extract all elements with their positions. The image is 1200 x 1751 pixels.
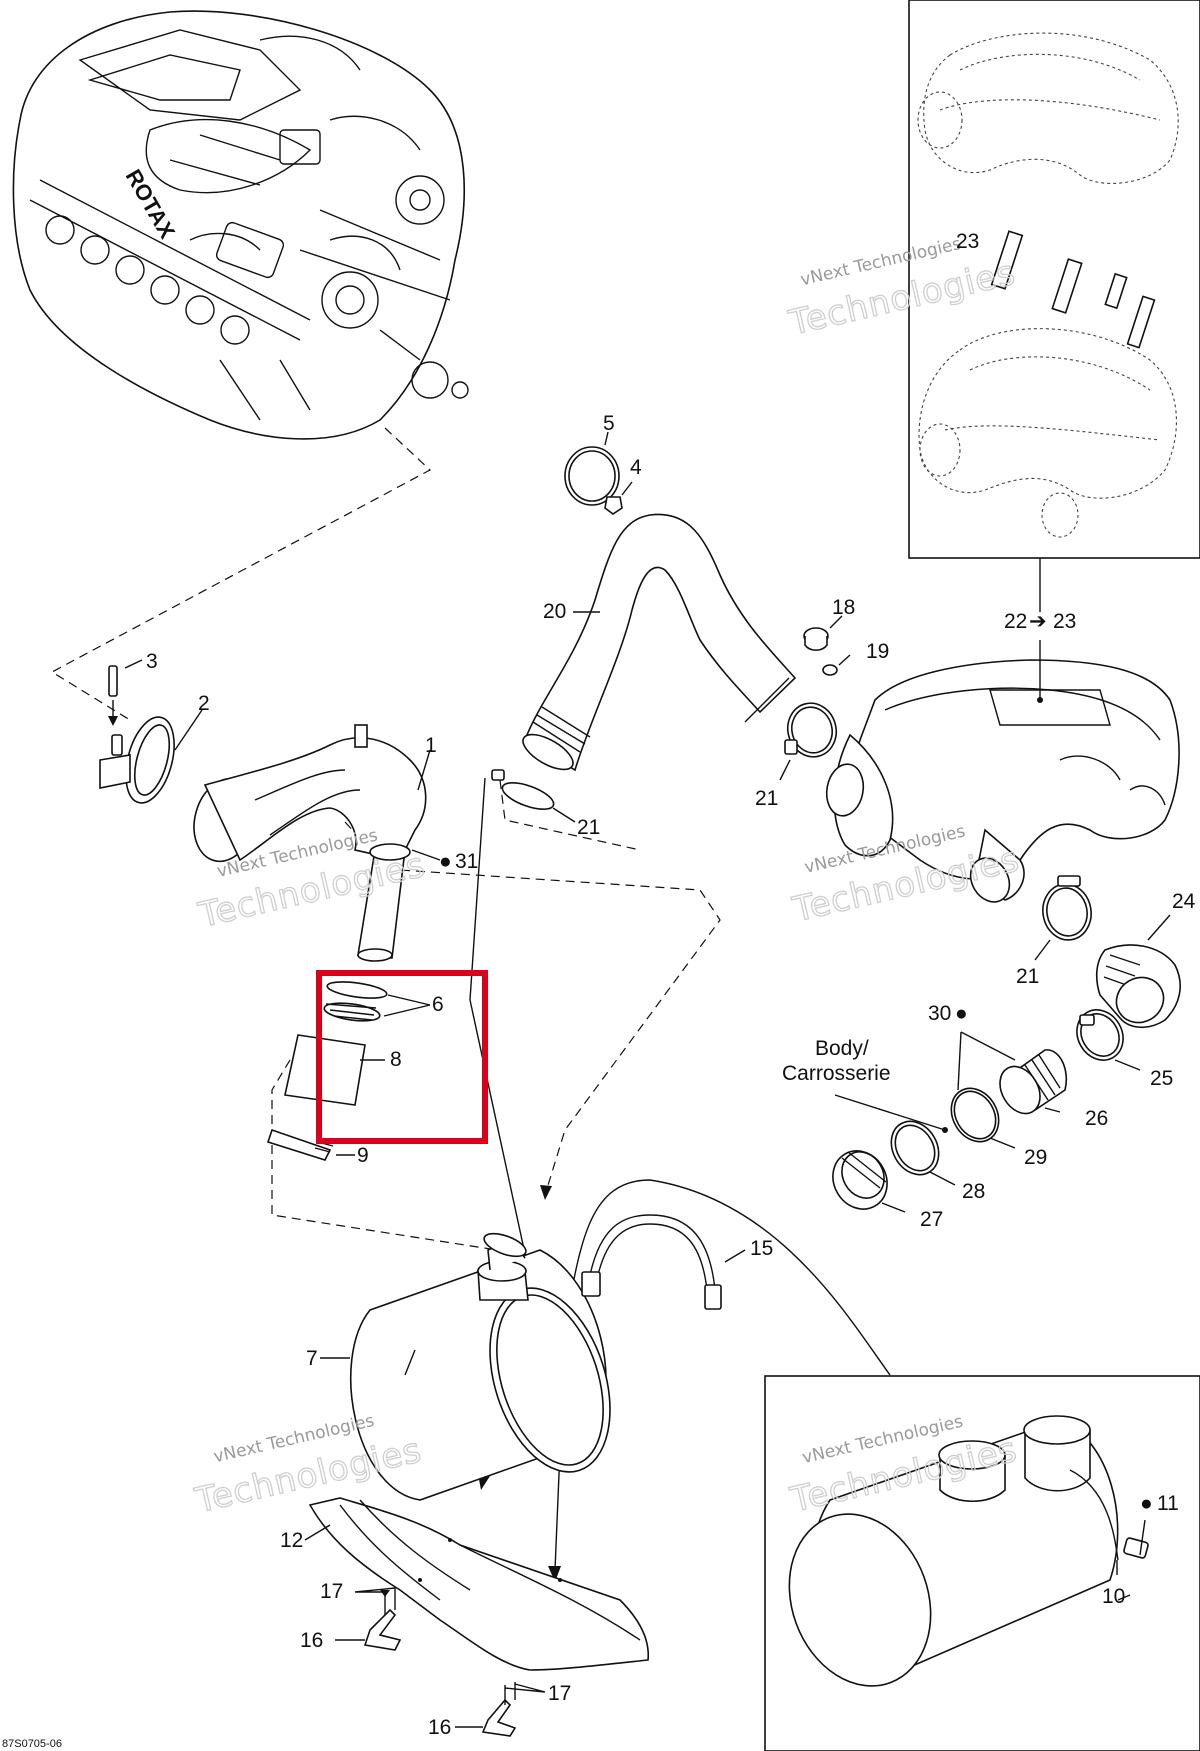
callout-17-a: 17 (320, 1580, 343, 1603)
body-label-line2: Carrosserie (782, 1062, 891, 1085)
callout-23-a: 23 (956, 230, 979, 253)
engine-illustration: ROTAX (12, 10, 469, 440)
callout-10: 10 (1102, 1585, 1125, 1608)
part-12-heat-shield (304, 1497, 650, 1671)
callout-2: 2 (198, 692, 210, 715)
callout-21-b: 21 (755, 787, 778, 810)
part-21-clamp-c (1034, 875, 1092, 961)
callout-27: 27 (920, 1208, 943, 1231)
part-26-fitting (999, 1049, 1067, 1115)
callout-8: 8 (390, 1048, 402, 1071)
drop-icon-31: ● (439, 850, 452, 873)
callout-labels: 1 2 3 4 5 6 7 8 9 10 ● 11 12 15 16 16 17… (2, 230, 1196, 1750)
callout-21-c: 21 (1016, 965, 1039, 988)
callout-16-b: 16 (428, 1716, 451, 1739)
callout-25: 25 (1150, 1067, 1173, 1090)
part-22-water-box (825, 640, 1180, 903)
arrow-22-to-23: ➔ (1029, 610, 1047, 633)
callout-19: 19 (866, 640, 889, 663)
callout-30: 30 (928, 1002, 951, 1025)
callout-12: 12 (280, 1529, 303, 1552)
inset-bottom-right (764, 1375, 1200, 1751)
part-3-stud (108, 659, 143, 726)
body-leader-dot (942, 1127, 948, 1133)
callout-18: 18 (832, 596, 855, 619)
inset-top-right (908, 0, 1200, 612)
part-27-nut (832, 1150, 906, 1213)
part-16-bracket-b (455, 1698, 517, 1737)
callout-3: 3 (146, 650, 158, 673)
callout-7: 7 (306, 1347, 318, 1370)
callout-4: 4 (630, 456, 642, 479)
callout-28: 28 (962, 1180, 985, 1203)
callout-23-b: 23 (1053, 610, 1076, 633)
part-24-elbow (1095, 914, 1181, 1029)
callout-24: 24 (1172, 890, 1196, 913)
part-5-ring (564, 431, 620, 506)
part-28-seal (890, 1120, 956, 1186)
part-11-leader (1139, 1519, 1146, 1556)
part-9-strap (266, 1128, 355, 1161)
callout-26: 26 (1085, 1107, 1108, 1130)
part-25-clamp (1076, 1009, 1141, 1071)
callout-11: 11 (1157, 1492, 1179, 1515)
highlight-box (316, 970, 488, 1144)
part-6-gaskets (323, 981, 431, 1022)
body-leader-line (834, 1094, 946, 1131)
part-21-clamp-b (779, 702, 838, 781)
part-20-hose (522, 513, 797, 772)
part-18-cap (803, 615, 843, 652)
body-label-line1: Body/ (815, 1037, 869, 1060)
drop-icon-30: ● (955, 1002, 968, 1025)
part-17-screws-b (504, 1682, 546, 1705)
callout-1: 1 (425, 734, 437, 757)
part-15-strap (581, 1214, 746, 1310)
callout-16-a: 16 (300, 1629, 323, 1652)
watermark-1: vNext Technologies Technologies (784, 234, 1020, 345)
part-4-bolt (604, 481, 633, 515)
part-7-muffler (320, 1232, 611, 1501)
part-8-sleeve (284, 1034, 385, 1106)
callout-20: 20 (543, 600, 566, 623)
callout-17-b: 17 (548, 1682, 571, 1705)
drop-icon-11: ● (1140, 1492, 1153, 1515)
part-21-clamp-a (491, 769, 576, 823)
callout-21-a: 21 (577, 816, 600, 839)
callout-31: 31 (455, 850, 478, 873)
callout-9: 9 (357, 1144, 369, 1167)
callout-29: 29 (1024, 1146, 1047, 1169)
drawing-code: 87S0705-06 (2, 1738, 62, 1750)
part-19-washer (822, 654, 851, 676)
callout-22: 22 (1004, 610, 1027, 633)
part-10-leader (1117, 1594, 1131, 1601)
callout-15: 15 (750, 1237, 773, 1260)
part-2-clamp (99, 709, 203, 804)
part-16-bracket-a (335, 1608, 402, 1651)
callout-5: 5 (603, 412, 615, 435)
callout-6: 6 (432, 993, 444, 1016)
part-29-oring (950, 1031, 1016, 1149)
part-17-screws-a (354, 1587, 396, 1615)
part-1-exhaust-pipe (193, 724, 441, 962)
